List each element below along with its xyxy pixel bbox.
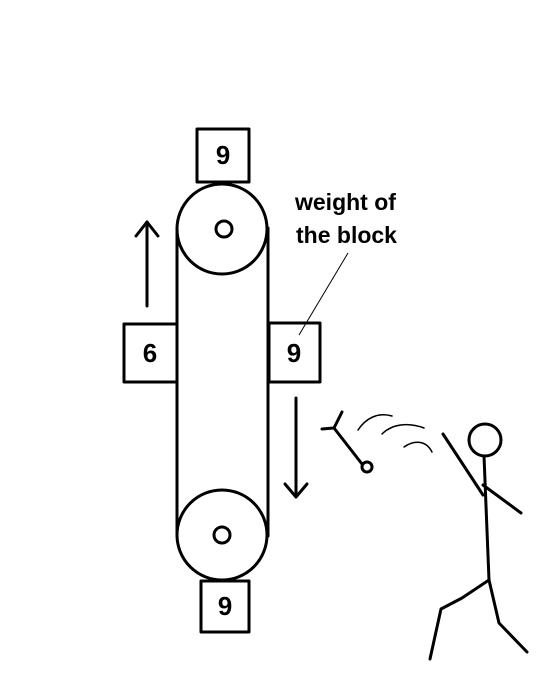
top-pulley-axle — [214, 219, 234, 239]
block-top — [195, 127, 251, 184]
bottom-pulley-axle — [212, 525, 232, 545]
annotation-line-1: weight of — [294, 189, 396, 215]
top-pulley — [175, 182, 269, 276]
stick-figure-icon — [428, 422, 529, 661]
block-bottom — [199, 579, 251, 634]
arrow-down-icon — [283, 396, 309, 499]
block-right-label: 9 — [287, 338, 301, 368]
falling-tool-icon — [320, 410, 433, 474]
arrow-up-icon — [134, 220, 160, 308]
annotation-pointer — [298, 252, 349, 336]
block-left — [122, 322, 179, 384]
block-top-label: 6 — [216, 140, 230, 170]
annotation-line-2: the block — [296, 222, 397, 248]
block-bottom-label: 6 — [218, 591, 232, 621]
block-left-label: 6 — [143, 338, 157, 368]
block-right — [267, 321, 322, 384]
